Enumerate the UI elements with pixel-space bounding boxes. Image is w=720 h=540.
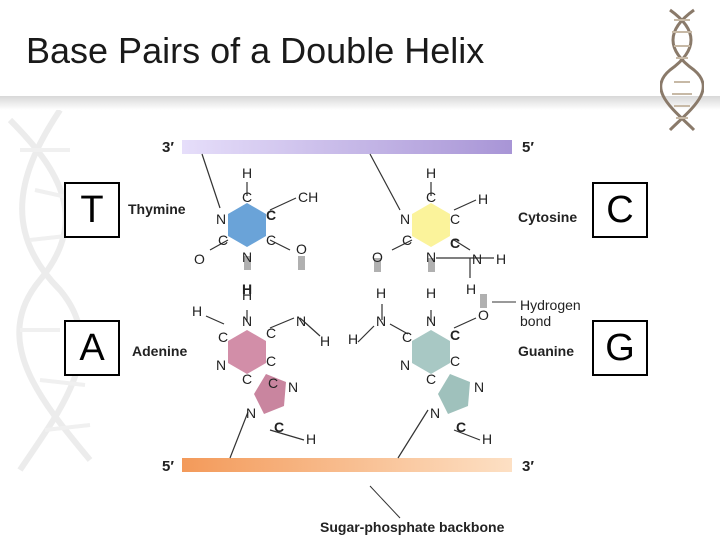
dna-helix-icon (660, 8, 704, 132)
letter-box-c: C (592, 182, 648, 238)
cytosine-atom: O (372, 249, 383, 265)
hydrogen-bond-2 (298, 256, 305, 270)
thymine-atom: H (242, 165, 252, 181)
guanine-atom: C (402, 329, 412, 345)
thymine-atom: C (242, 189, 252, 205)
guanine-atom: H (376, 285, 386, 301)
guanine-atom: N (400, 357, 410, 373)
thymine-atom: O (194, 251, 205, 267)
thymine-atom: C (266, 232, 276, 248)
adenine-ring-five (254, 374, 286, 414)
background-helix-decoration (7, 108, 93, 472)
guanine-atom: O (478, 307, 489, 323)
guanine-atom: C (456, 419, 466, 435)
letter-box-a: A (64, 320, 120, 376)
thymine-atom: O (296, 241, 307, 257)
cytosine-atom: H (478, 191, 488, 207)
slide-title: Base Pairs of a Double Helix (26, 30, 485, 71)
backbone-label-pointer (369, 485, 401, 519)
adenine-atom: H (242, 287, 252, 303)
cytosine-ring (412, 203, 450, 247)
guanine-backbone-link (397, 409, 429, 459)
adenine-atom: N (296, 313, 306, 329)
adenine-atom: N (246, 405, 256, 421)
guanine-ring-five (438, 374, 470, 414)
hydrogen-bond-label-line2: bond (520, 313, 551, 329)
cytosine-label: Cytosine (518, 209, 577, 225)
hydrogen-bond-4 (428, 258, 435, 272)
bottom-strand-backbone (182, 458, 512, 472)
cytosine-atom: C (402, 232, 412, 248)
top-strand-backbone (182, 140, 512, 154)
adenine-ring-six (228, 330, 266, 374)
hydrogen-bond-label-line1: Hydrogen (520, 297, 581, 313)
adenine-backbone-link (229, 411, 249, 459)
guanine-atom: H (426, 285, 436, 301)
hydrogen-bond-3 (374, 258, 381, 272)
letter-box-t: T (64, 182, 120, 238)
adenine-atom: H (306, 431, 316, 447)
adenine-label: Adenine (132, 343, 187, 359)
adenine-atom: N (216, 357, 226, 373)
thymine-atom: N (216, 211, 226, 227)
hydrogen-bond-1 (244, 256, 251, 270)
cytosine-atom: H (496, 251, 506, 267)
guanine-atom: N (474, 379, 484, 395)
base-pair-diagram: 3′ 5′ 5′ 3′ Sugar-phosphate backbone Thy… (128, 139, 581, 535)
top-strand-5prime-label: 5′ (522, 139, 534, 156)
guanine-atom: C (426, 371, 436, 387)
guanine-atom: N (430, 405, 440, 421)
bottom-strand-3prime-label: 3′ (522, 458, 534, 475)
cytosine-atom: N (400, 211, 410, 227)
cytosine-atom: C (450, 235, 460, 251)
adenine-atom: C (274, 419, 284, 435)
cytosine-atom: C (426, 189, 436, 205)
letter-box-g: G (592, 320, 648, 376)
guanine-atom: C (450, 327, 460, 343)
adenine-atom: C (218, 329, 228, 345)
cytosine-backbone-link (369, 153, 401, 211)
cytosine-atom: H (426, 165, 436, 181)
thymine-atom: H (242, 281, 252, 297)
thymine-atom: N (242, 249, 252, 265)
adenine-atom: N (288, 379, 298, 395)
thymine-atom: C (218, 232, 228, 248)
adenine-atom: C (242, 371, 252, 387)
thymine-atom: C (266, 207, 276, 223)
thymine-label: Thymine (128, 201, 186, 217)
adenine-atom: C (266, 353, 276, 369)
adenine-atom: C (268, 375, 278, 391)
guanine-atom: H (348, 331, 358, 347)
guanine-atom: H (482, 431, 492, 447)
thymine-ring (228, 203, 266, 247)
guanine-atom: N (376, 313, 386, 329)
adenine-atom: H (192, 303, 202, 319)
cytosine-atom: N (472, 251, 482, 267)
thymine-backbone-link (201, 153, 221, 209)
top-strand-3prime-label: 3′ (162, 139, 174, 156)
cytosine-atom: C (450, 211, 460, 227)
title-divider (0, 96, 720, 110)
guanine-atom: C (450, 353, 460, 369)
adenine-atom: H (320, 333, 330, 349)
guanine-atom: N (426, 313, 436, 329)
hydrogen-bond-5 (480, 294, 487, 308)
bottom-strand-5prime-label: 5′ (162, 458, 174, 475)
guanine-ring-six (412, 330, 450, 374)
cytosine-atom: H (466, 281, 476, 297)
backbone-label: Sugar-phosphate backbone (320, 519, 505, 535)
thymine-atom: CH (298, 189, 318, 205)
adenine-atom: C (266, 325, 276, 341)
guanine-label: Guanine (518, 343, 574, 359)
adenine-atom: N (242, 313, 252, 329)
cytosine-atom: N (426, 249, 436, 265)
